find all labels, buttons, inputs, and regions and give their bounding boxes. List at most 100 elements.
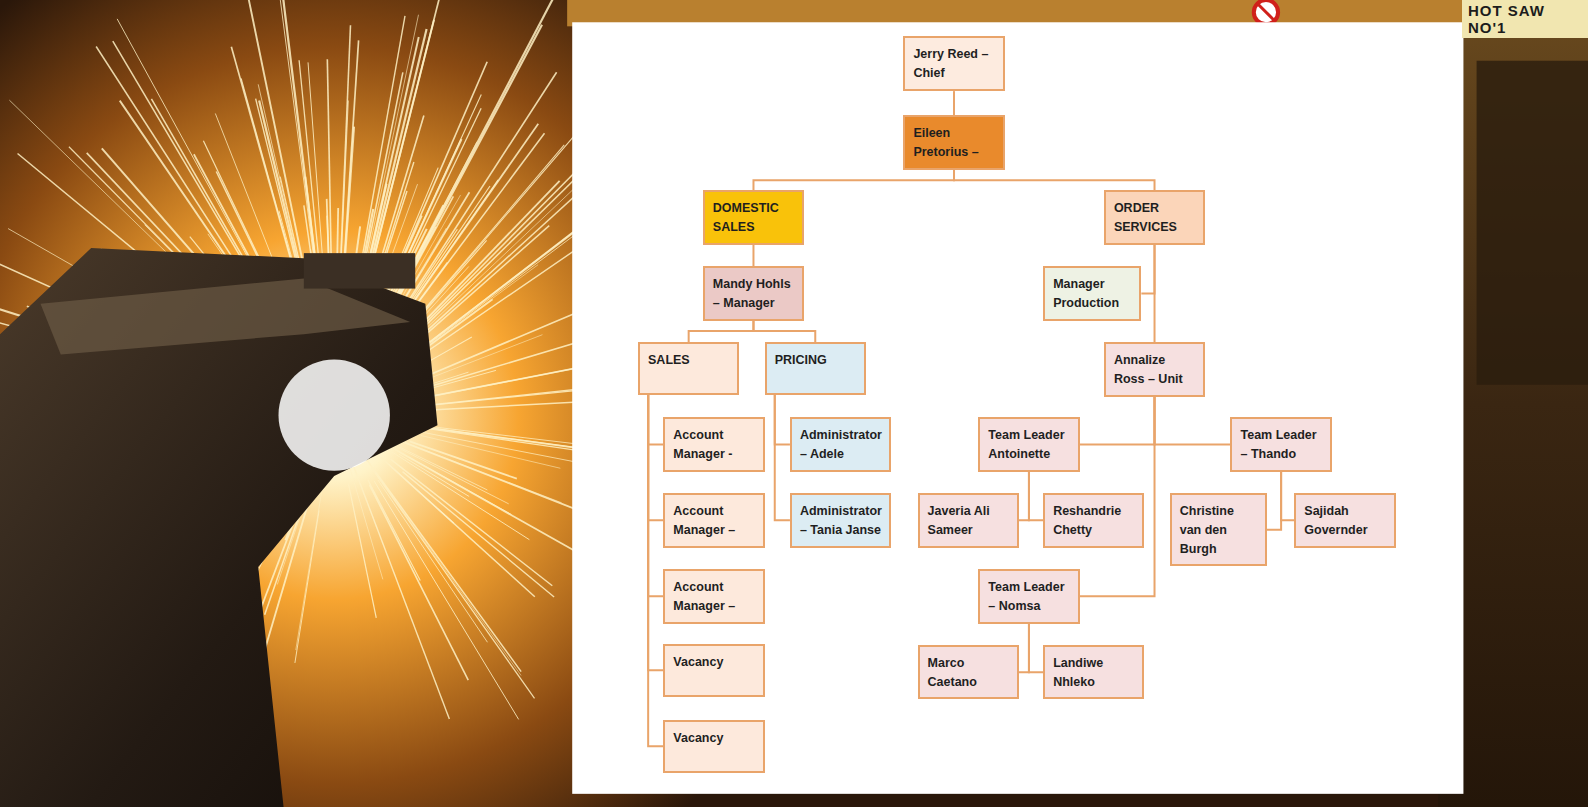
sign-text: HOT SAW NO'1 bbox=[1462, 0, 1588, 38]
org-connector bbox=[1080, 397, 1155, 445]
box-text: Marco Caetano bbox=[928, 654, 1010, 692]
grinder-body bbox=[0, 248, 438, 807]
box-text: Account Manager – bbox=[673, 502, 755, 540]
box-text: SALES bbox=[648, 351, 730, 370]
box-text: Team Leader Antoinette bbox=[988, 426, 1070, 464]
org-box: Jerry Reed – Chief bbox=[903, 36, 1004, 91]
org-connector bbox=[775, 395, 790, 445]
box-text: Reshandrie Chetty bbox=[1053, 502, 1135, 540]
box-text: Sajidah Governder bbox=[1304, 502, 1386, 540]
box-text: DOMESTIC SALES bbox=[713, 199, 795, 237]
spark-streak bbox=[365, 457, 522, 672]
org-connector bbox=[1029, 624, 1043, 673]
org-connector bbox=[689, 321, 754, 342]
spark-streak bbox=[369, 485, 468, 681]
org-connector bbox=[648, 395, 663, 746]
spark-streak bbox=[389, 464, 454, 523]
spark-streak bbox=[381, 457, 535, 596]
org-box: Vacancy bbox=[663, 720, 764, 773]
org-connector bbox=[753, 321, 815, 342]
org-box: Team Leader Antoinette bbox=[978, 417, 1079, 472]
org-box: Marco Caetano bbox=[918, 645, 1019, 700]
org-box: Eileen Pretorius – bbox=[903, 115, 1004, 170]
spark-streak bbox=[387, 449, 530, 540]
org-connector bbox=[1267, 472, 1281, 530]
org-connector bbox=[1154, 245, 1156, 342]
org-box: Christine van den Burgh bbox=[1170, 493, 1267, 566]
box-text: Landiwe Nhleko bbox=[1053, 654, 1135, 692]
machine-frame bbox=[1477, 61, 1588, 385]
spark-streak bbox=[371, 468, 534, 699]
spark-streak bbox=[352, 463, 449, 719]
spark-core bbox=[279, 359, 390, 470]
box-text: Vacancy bbox=[673, 729, 755, 748]
spark-streak bbox=[387, 442, 508, 504]
grinder-cap bbox=[304, 253, 415, 288]
box-text: Christine van den Burgh bbox=[1180, 502, 1258, 558]
box-text: Team Leader – Thando bbox=[1240, 426, 1322, 464]
spark-streak bbox=[417, 425, 585, 445]
spark-streak bbox=[391, 459, 553, 586]
org-box: Javeria Ali Sameer bbox=[918, 493, 1019, 548]
spark-streak bbox=[409, 457, 511, 514]
spark-streak bbox=[399, 454, 469, 496]
spark-streak bbox=[400, 174, 598, 354]
org-connector bbox=[648, 395, 663, 596]
org-box: DOMESTIC SALES bbox=[703, 190, 804, 245]
spark-streak bbox=[368, 480, 420, 580]
org-connector bbox=[648, 395, 663, 670]
box-text: Jerry Reed – Chief bbox=[913, 45, 995, 83]
org-connector bbox=[775, 395, 790, 520]
org-box: Manager Production bbox=[1043, 266, 1141, 321]
org-box: SALES bbox=[638, 342, 739, 395]
grinder-highlight bbox=[41, 278, 411, 354]
org-box: Mandy Hohls – Manager bbox=[703, 266, 804, 321]
org-connector bbox=[1281, 472, 1294, 521]
org-box: Account Manager - bbox=[663, 417, 764, 472]
box-text: Javeria Ali Sameer bbox=[928, 502, 1010, 540]
spark-streak bbox=[424, 389, 595, 406]
org-box: Team Leader – Thando bbox=[1230, 417, 1331, 472]
spark-streak bbox=[349, 467, 382, 580]
chart-panel bbox=[572, 22, 1463, 794]
org-box: Sajidah Governder bbox=[1294, 493, 1395, 548]
org-connector bbox=[953, 91, 955, 115]
org-connector bbox=[1019, 472, 1029, 521]
org-box: Team Leader – Nomsa bbox=[978, 569, 1079, 624]
box-text: Account Manager - bbox=[673, 426, 755, 464]
box-text: PRICING bbox=[775, 351, 857, 370]
box-text: Team Leader – Nomsa bbox=[988, 578, 1070, 616]
org-box: Landiwe Nhleko bbox=[1043, 645, 1144, 700]
org-connector bbox=[1141, 245, 1154, 294]
org-connector bbox=[752, 245, 754, 266]
box-text: Eileen Pretorius – bbox=[913, 124, 995, 162]
org-box: Account Manager – bbox=[663, 493, 764, 548]
spark-streak bbox=[348, 484, 376, 618]
box-text: Mandy Hohls – Manager bbox=[713, 275, 795, 313]
org-box: Vacancy bbox=[663, 644, 764, 697]
org-box: PRICING bbox=[765, 342, 866, 395]
box-text: Annalize Ross – Unit bbox=[1114, 351, 1196, 389]
box-text: ORDER SERVICES bbox=[1114, 199, 1196, 237]
org-connector bbox=[1155, 397, 1231, 445]
org-box: Annalize Ross – Unit bbox=[1104, 342, 1205, 397]
org-connector bbox=[1019, 624, 1029, 673]
box-text: Manager Production bbox=[1053, 275, 1132, 313]
org-box: Reshandrie Chetty bbox=[1043, 493, 1144, 548]
box-text: Administrator – Tania Janse bbox=[800, 502, 882, 540]
org-box: Administrator – Adele bbox=[790, 417, 891, 472]
org-box: ORDER SERVICES bbox=[1104, 190, 1205, 245]
org-connector bbox=[954, 170, 1155, 190]
spark-streak bbox=[403, 472, 555, 597]
org-connector bbox=[1029, 472, 1043, 521]
org-connector bbox=[648, 395, 663, 445]
box-text: Account Manager – bbox=[673, 578, 755, 616]
spark-streak bbox=[380, 441, 575, 551]
org-connector bbox=[648, 395, 663, 520]
no-entry-bar bbox=[1258, 4, 1274, 20]
spark-streak bbox=[383, 439, 487, 490]
box-text: Vacancy bbox=[673, 653, 755, 672]
